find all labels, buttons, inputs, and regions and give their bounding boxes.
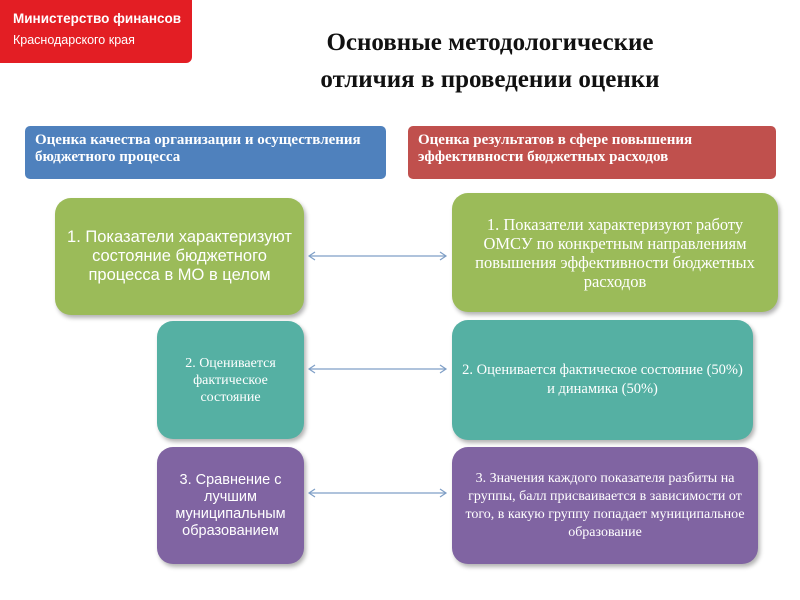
row1-left-text: 1. Показатели характеризуют состояние бю… <box>67 228 292 284</box>
row1-arrowhead-left-icon <box>307 251 316 261</box>
title-line1: Основные методологические <box>326 29 654 56</box>
logo-line2: Краснодарского края <box>13 33 135 47</box>
row1-right-text: 1. Показатели характеризуют работу ОМСУ … <box>475 214 755 291</box>
left-column-header: Оценка качества организации и осуществле… <box>25 126 386 179</box>
logo-line1: Министерство финансов <box>13 11 182 26</box>
right-column-header: Оценка результатов в сфере повышения эфф… <box>408 126 776 179</box>
row2-arrowhead-right-icon <box>439 364 448 374</box>
row1-arrowhead-right-icon <box>439 251 448 261</box>
row3-right-text: 3. Значения каждого показателя разбиты н… <box>465 470 745 540</box>
row2-arrowhead-left-icon <box>307 364 316 374</box>
row2-right-text: 2. Оценивается фактическое состояние (50… <box>462 362 743 397</box>
row2-left-text: 2. Оценивается фактическое состояние <box>185 355 276 405</box>
row3-right-box: 3. Значения каждого показателя разбиты н… <box>452 447 758 564</box>
row1-right-box: 1. Показатели характеризуют работу ОМСУ … <box>452 193 778 312</box>
row2-left-box: 2. Оценивается фактическое состояние <box>157 321 304 439</box>
row3-left-text: 3. Сравнение с лучшим муниципальным обра… <box>175 471 286 539</box>
slide-title: Основные методологические отличия в пров… <box>255 24 725 98</box>
row2-right-box: 2. Оценивается фактическое состояние (50… <box>452 320 753 440</box>
row1-left-box: 1. Показатели характеризуют состояние бю… <box>55 198 304 315</box>
ministry-logo: Министерство финансов Краснодарского кра… <box>0 0 192 63</box>
title-line2: отличия в проведении оценки <box>320 66 660 93</box>
row3-arrowhead-right-icon <box>439 488 448 498</box>
row3-left-box: 3. Сравнение с лучшим муниципальным обра… <box>157 447 304 564</box>
row3-arrowhead-left-icon <box>307 488 316 498</box>
